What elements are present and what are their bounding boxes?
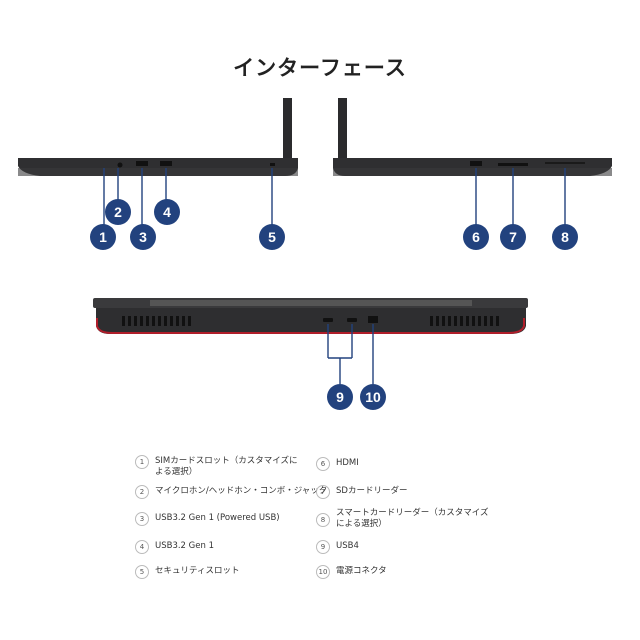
badge-5: 5 (259, 224, 285, 250)
legend-number-2: 2 (135, 485, 149, 499)
legend-text-6: HDMI (336, 458, 359, 468)
page-title: インターフェース (233, 56, 407, 80)
legend-number-4: 4 (135, 540, 149, 554)
legend-number-10: 10 (316, 565, 330, 579)
badge-9: 9 (327, 384, 353, 410)
legend-number-3: 3 (135, 512, 149, 526)
legend-text-1: SIMカードスロット（カスタマイズによる選択） (155, 456, 298, 477)
leader-lines-top (103, 168, 566, 226)
legend-text-10: 電源コネクタ (336, 566, 387, 576)
badge-4: 4 (154, 199, 180, 225)
legend-text-8: スマートカードリーダー（カスタマイズによる選択） (336, 508, 489, 529)
legend-number-7: 7 (316, 485, 330, 499)
legend-text-7: SDカードリーダー (336, 486, 408, 496)
legend-text-3: USB3.2 Gen 1 (Powered USB) (155, 513, 280, 523)
legend-text-2: マイクロホン/ヘッドホン・コンボ・ジャック (155, 486, 328, 496)
legend-number-1: 1 (135, 455, 149, 469)
badge-8: 8 (552, 224, 578, 250)
badge-10: 10 (360, 384, 386, 410)
laptop-right-side-view (333, 98, 612, 176)
badge-6: 6 (463, 224, 489, 250)
badge-2: 2 (105, 199, 131, 225)
leader-lines-bottom (327, 324, 374, 384)
legend-text-5: セキュリティスロット (155, 566, 240, 576)
laptop-left-side-view (18, 98, 298, 176)
legend-number-8: 8 (316, 513, 330, 527)
badge-1: 1 (90, 224, 116, 250)
laptop-rear-view (93, 298, 528, 334)
legend-text-4: USB3.2 Gen 1 (155, 541, 214, 551)
legend-text-9: USB4 (336, 541, 359, 551)
legend-number-9: 9 (316, 540, 330, 554)
legend-number-6: 6 (316, 457, 330, 471)
badge-7: 7 (500, 224, 526, 250)
legend-number-5: 5 (135, 565, 149, 579)
badge-3: 3 (130, 224, 156, 250)
